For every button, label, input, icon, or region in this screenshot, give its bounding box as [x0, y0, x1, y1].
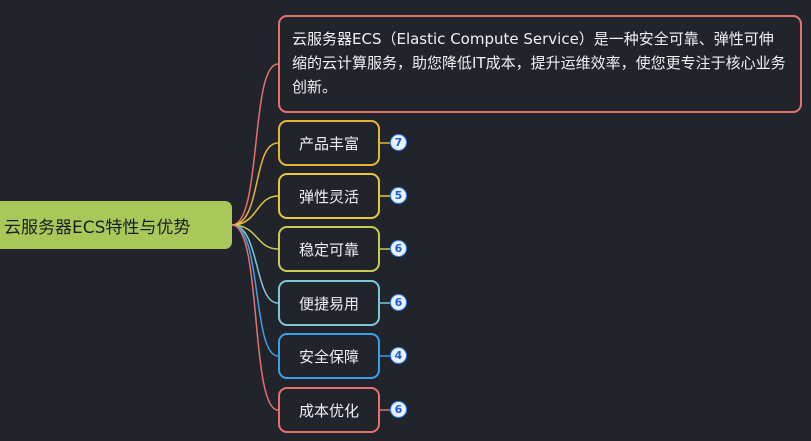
count-badge[interactable]: 6 [390, 294, 407, 311]
branch-label: 成本优化 [298, 401, 359, 420]
branch-node-4[interactable]: 便捷易用 [278, 280, 380, 326]
branch-node-2[interactable]: 弹性灵活 [278, 173, 380, 219]
connector-branch-2 [231, 195, 279, 226]
root-node[interactable]: 云服务器ECS特性与优势 [0, 201, 232, 249]
branch-node-6[interactable]: 成本优化 [278, 387, 380, 433]
root-label: 云服务器ECS特性与优势 [4, 217, 191, 238]
count-badge[interactable]: 7 [390, 134, 407, 151]
count-badge[interactable]: 6 [390, 401, 407, 418]
connector-branch-5 [231, 224, 279, 357]
branch-node-5[interactable]: 安全保障 [278, 333, 380, 379]
branch-label: 稳定可靠 [298, 240, 359, 259]
connector-description [231, 63, 279, 226]
connector-branch-1 [231, 142, 279, 226]
branch-label: 安全保障 [298, 347, 359, 366]
branch-node-3[interactable]: 稳定可靠 [278, 226, 380, 272]
connector-branch-6 [231, 224, 279, 411]
description-text: 云服务器ECS（Elastic Compute Service）是一种安全可靠、… [292, 30, 786, 96]
count-badge[interactable]: 4 [390, 347, 407, 364]
description-node[interactable]: 云服务器ECS（Elastic Compute Service）是一种安全可靠、… [278, 15, 802, 113]
count-badge[interactable]: 5 [390, 187, 407, 204]
branch-node-1[interactable]: 产品丰富 [278, 120, 380, 166]
branch-label: 产品丰富 [298, 134, 359, 153]
count-badge[interactable]: 6 [390, 240, 407, 257]
branch-label: 便捷易用 [298, 294, 359, 313]
connector-branch-3 [231, 224, 279, 250]
branch-label: 弹性灵活 [298, 187, 359, 206]
connector-branch-4 [231, 224, 279, 304]
